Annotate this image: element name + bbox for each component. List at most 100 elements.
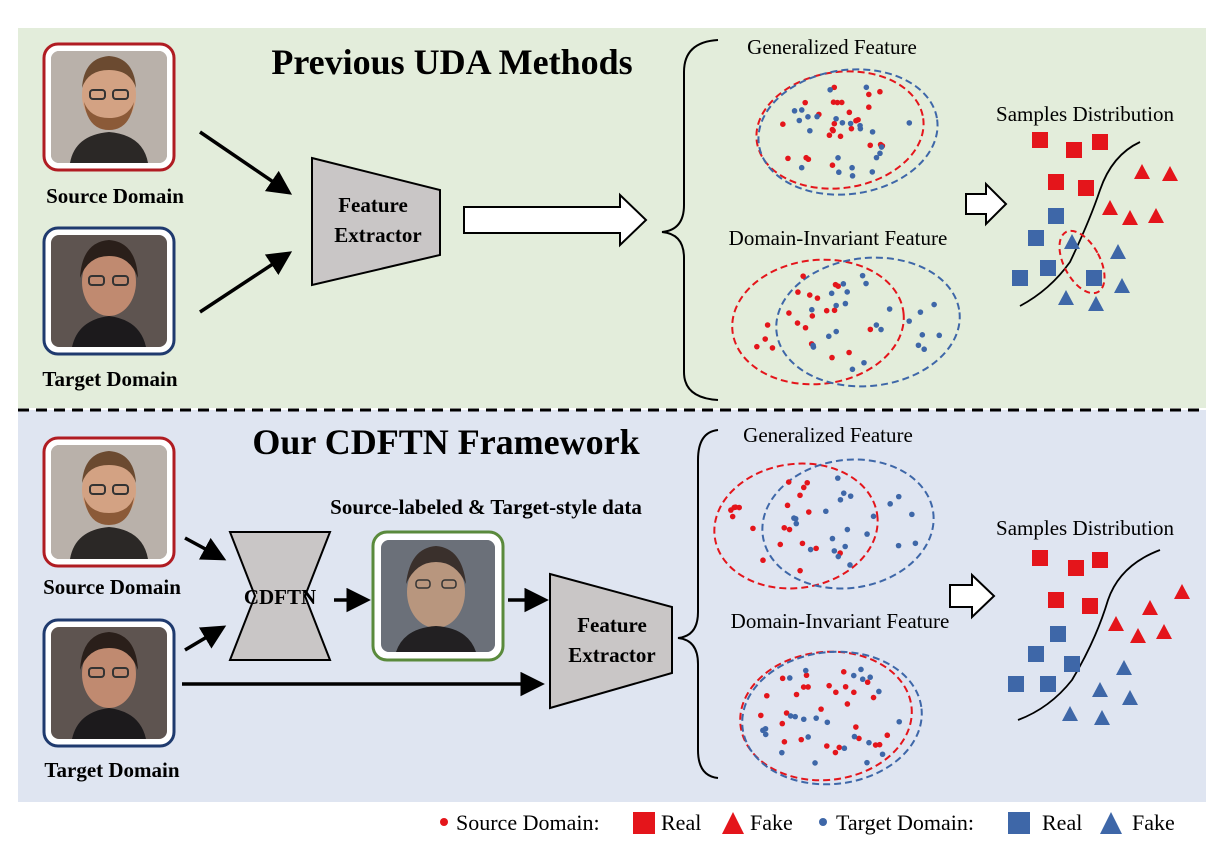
bottom-target-face bbox=[42, 618, 176, 748]
legend-source-label: Source Domain: bbox=[456, 810, 600, 835]
source-feature-dot bbox=[750, 525, 756, 532]
target-real-sample bbox=[1012, 270, 1028, 286]
source-feature-dot bbox=[824, 743, 830, 749]
source-feature-dot bbox=[831, 84, 838, 91]
source-fake-sample bbox=[1102, 200, 1118, 215]
target-feature-dot bbox=[835, 154, 841, 161]
target-feature-dot bbox=[807, 546, 814, 553]
legend-fake2-label: Fake bbox=[1132, 810, 1175, 835]
source-feature-dot bbox=[846, 109, 853, 116]
source-feature-dot bbox=[870, 694, 877, 701]
target-feature-dot bbox=[895, 493, 902, 500]
target-feature-dot bbox=[786, 675, 793, 681]
target-feature-dot bbox=[849, 173, 856, 179]
source-feature-dot bbox=[832, 749, 839, 756]
target-feature-dot bbox=[791, 108, 798, 114]
source-feature-dot bbox=[866, 91, 872, 98]
target-feature-dot bbox=[887, 501, 893, 507]
top-source-face bbox=[42, 42, 176, 172]
target-feature-dot bbox=[858, 666, 864, 673]
cdftn-label: CDFTN bbox=[244, 585, 316, 609]
source-feature-dot bbox=[829, 354, 835, 361]
source-feature-dot bbox=[758, 712, 764, 719]
bottom-target-label: Target Domain bbox=[44, 758, 179, 782]
source-feature-dot bbox=[866, 104, 872, 111]
source-fake-sample bbox=[1174, 584, 1190, 599]
bottom-samples bbox=[1008, 550, 1190, 725]
source-feature-dot bbox=[818, 706, 824, 712]
source-feature-dot bbox=[779, 675, 786, 682]
bottom-generalized-target-ellipse bbox=[761, 458, 935, 590]
source-feature-dot bbox=[736, 504, 742, 511]
target-feature-dot bbox=[917, 309, 924, 315]
source-feature-dot bbox=[872, 742, 879, 748]
source-feature-dot bbox=[799, 540, 806, 547]
top-samples bbox=[1012, 132, 1178, 311]
legend-fake-target-triangle bbox=[1100, 812, 1122, 834]
legend-target-dot bbox=[819, 818, 827, 826]
target-feature-dot bbox=[805, 734, 811, 740]
source-real-sample bbox=[1066, 142, 1082, 158]
source-feature-dot bbox=[763, 692, 770, 699]
source-feature-dot bbox=[794, 320, 801, 326]
target-feature-dot bbox=[863, 84, 870, 91]
target-feature-dot bbox=[840, 490, 847, 496]
source-feature-dot bbox=[780, 121, 786, 127]
source-feature-dot bbox=[779, 720, 786, 727]
source-feature-dot bbox=[877, 88, 883, 95]
bottom-generalized-source-ellipse bbox=[713, 462, 879, 590]
bottom-decision-curve bbox=[1017, 549, 1161, 721]
source-feature-dot bbox=[846, 349, 852, 356]
source-feature-dot bbox=[864, 679, 871, 686]
source-feature-dot bbox=[833, 689, 839, 696]
target-fake-sample bbox=[1110, 244, 1126, 259]
top-feature-ellipses bbox=[731, 68, 961, 388]
legend-real-label: Real bbox=[661, 810, 701, 835]
source-feature-dot bbox=[798, 736, 805, 743]
source-feature-dot bbox=[809, 313, 816, 319]
source-feature-dot bbox=[764, 322, 771, 328]
target-feature-dot bbox=[864, 759, 870, 766]
source-feature-dot bbox=[803, 672, 810, 679]
arrow-target-to-cdftn bbox=[184, 625, 227, 652]
target-feature-dot bbox=[878, 144, 885, 150]
target-fake-sample bbox=[1094, 710, 1110, 725]
target-fake-sample bbox=[1062, 706, 1078, 721]
top-title: Previous UDA Methods bbox=[271, 42, 632, 82]
target-feature-dot bbox=[906, 318, 912, 324]
bottom-source-face bbox=[42, 436, 176, 568]
target-feature-dot bbox=[921, 346, 927, 353]
target-real-sample bbox=[1086, 270, 1102, 286]
source-fake-sample bbox=[1148, 208, 1164, 223]
bottom-invariant-label: Domain-Invariant Feature bbox=[731, 609, 950, 633]
target-feature-dot bbox=[851, 733, 858, 740]
source-feature-dot bbox=[800, 684, 807, 690]
target-fake-sample bbox=[1114, 278, 1130, 293]
styled-face bbox=[371, 530, 505, 662]
target-feature-dot bbox=[805, 114, 811, 120]
top-generalized-label: Generalized Feature bbox=[747, 35, 917, 59]
source-feature-dot bbox=[769, 345, 776, 351]
source-feature-dot bbox=[806, 292, 813, 298]
target-feature-dot bbox=[869, 129, 876, 135]
source-feature-dot bbox=[760, 557, 766, 564]
source-feature-dot bbox=[884, 732, 891, 739]
legend-real-target-square bbox=[1008, 812, 1030, 834]
target-feature-dot bbox=[847, 562, 853, 568]
source-fake-sample bbox=[1162, 166, 1178, 181]
target-feature-dot bbox=[827, 86, 833, 93]
target-feature-dot bbox=[813, 715, 819, 721]
source-feature-dot bbox=[781, 739, 788, 745]
top-hollow-arrow-small bbox=[965, 181, 1008, 227]
target-feature-dot bbox=[849, 366, 856, 373]
target-feature-dot bbox=[839, 119, 846, 126]
target-feature-dot bbox=[792, 713, 798, 720]
source-feature-dot bbox=[762, 336, 769, 342]
legend-real2-label: Real bbox=[1042, 810, 1082, 835]
source-real-sample bbox=[1032, 132, 1048, 148]
target-real-sample bbox=[1050, 626, 1066, 642]
target-feature-dot bbox=[936, 332, 943, 339]
source-feature-dot bbox=[867, 326, 874, 333]
arrow-source-to-cdftn bbox=[184, 536, 227, 561]
target-feature-dot bbox=[867, 674, 873, 681]
